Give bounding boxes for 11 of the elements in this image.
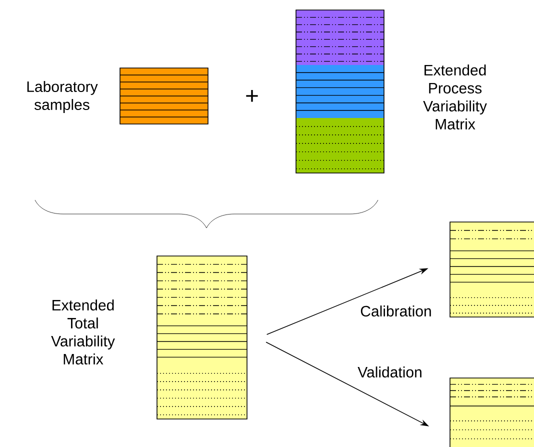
matrix-block: [156, 256, 248, 420]
matrix-block: [450, 378, 534, 447]
plus-sign: +: [246, 90, 258, 102]
matrix-block: [450, 222, 534, 318]
matrix-caption: Laboratory samples: [27, 81, 98, 113]
matrix-block: [120, 68, 208, 124]
matrix-caption: Extended Process Variability Matrix: [423, 64, 487, 130]
edge-label: Validation: [356, 366, 424, 378]
matrix-block: [296, 10, 384, 174]
edge-label: Calibration: [359, 304, 433, 318]
matrix-caption: Extended Total Variability Matrix: [51, 299, 115, 364]
